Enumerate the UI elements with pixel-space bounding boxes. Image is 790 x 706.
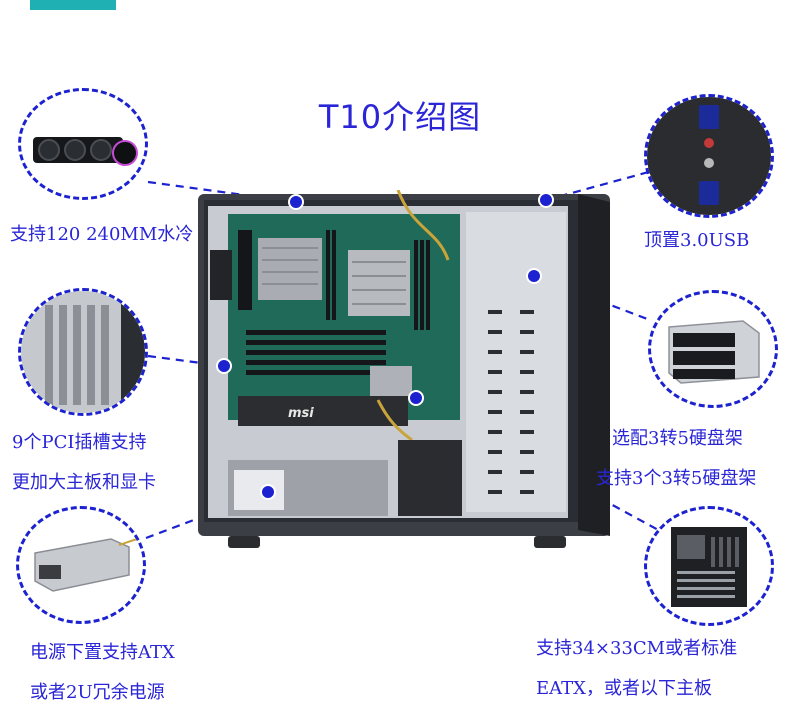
drive-cage-label-line2: 支持3个3转5硬盘架 [596,468,757,489]
board-label-line2: EATX，或者以下主板 [536,678,712,699]
psu-label-line1: 电源下置支持ATX [30,642,175,663]
drive-cage-detail-circle [648,290,778,408]
case-illustration: msi [198,190,610,548]
page-title: T10介绍图 [318,98,482,136]
psu-label-line2: 或者2U冗余电源 [30,682,165,703]
psu-detail-circle [16,506,146,624]
usb-detail-circle [644,94,774,218]
water-cooling-label: 支持120 240MM水冷 [10,224,194,245]
drive-cage-label-line1: 选配3转5硬盘架 [612,428,743,449]
radiator-detail-circle [18,88,148,200]
power-supply-icon [34,538,138,592]
top-usb-label: 顶置3.0USB [644,230,750,251]
motherboard-icon [671,527,747,607]
drive-cage-icon [668,320,760,384]
pci-detail-circle [18,288,148,416]
svg-text:msi: msi [288,406,314,421]
radiator-icon [33,137,138,166]
top-accent-tab [30,0,116,10]
usb-port-icon [647,97,771,215]
pci-label-line1: 9个PCI插槽支持 [12,432,147,453]
pci-slot-icon [21,291,145,413]
motherboard-detail-circle [644,506,774,626]
pci-label-line2: 更加大主板和显卡 [12,472,156,493]
board-label-line1: 支持34×33CM或者标准 [536,638,738,659]
